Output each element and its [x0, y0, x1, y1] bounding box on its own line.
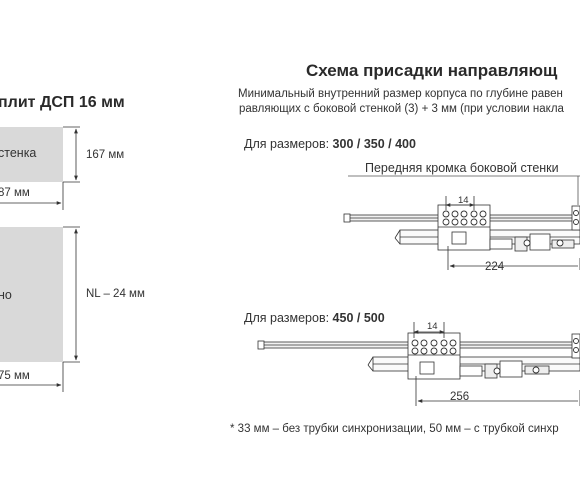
dim1-small-label: 14 — [458, 195, 469, 206]
front-edge-label: Передняя кромка боковой стенки — [365, 161, 559, 175]
top-panel — [0, 127, 63, 182]
dim1-long-label: 224 — [485, 261, 505, 273]
sizes-label-2: Для размеров: 450 / 500 — [244, 311, 385, 325]
top-panel-width-label: 87 мм — [0, 187, 30, 199]
right-heading: Схема присадки направляющ — [306, 61, 558, 80]
top-panel-label: стенка — [0, 146, 37, 160]
runner-1-holes — [442, 210, 579, 247]
runner-diagram-1 — [343, 196, 580, 270]
description-line-1: Минимальный внутренний размер корпуса по… — [238, 88, 563, 100]
top-panel-height-label: 167 мм — [86, 149, 125, 161]
bottom-panel-width-label: 75 мм — [0, 370, 30, 382]
runner-diagram-2 — [257, 322, 580, 406]
sizes-label-1: Для размеров: 300 / 350 / 400 — [244, 137, 416, 151]
dim2-small-label: 14 — [427, 321, 438, 332]
dim2-long-label: 256 — [450, 391, 470, 403]
bottom-panel — [0, 227, 63, 362]
left-heading: плит ДСП 16 мм — [0, 94, 125, 111]
footnote: * 33 мм – без трубки синхронизации, 50 м… — [230, 423, 559, 435]
bottom-panel-label: но — [0, 288, 12, 302]
top-panel-dimensions — [0, 126, 80, 210]
description-line-2: равляющих с боковой стенкой (3) + 3 мм (… — [239, 103, 564, 115]
bottom-panel-dimensions — [0, 226, 80, 392]
runner-2-holes — [411, 338, 579, 375]
bottom-panel-height-label: NL – 24 мм — [86, 288, 145, 300]
